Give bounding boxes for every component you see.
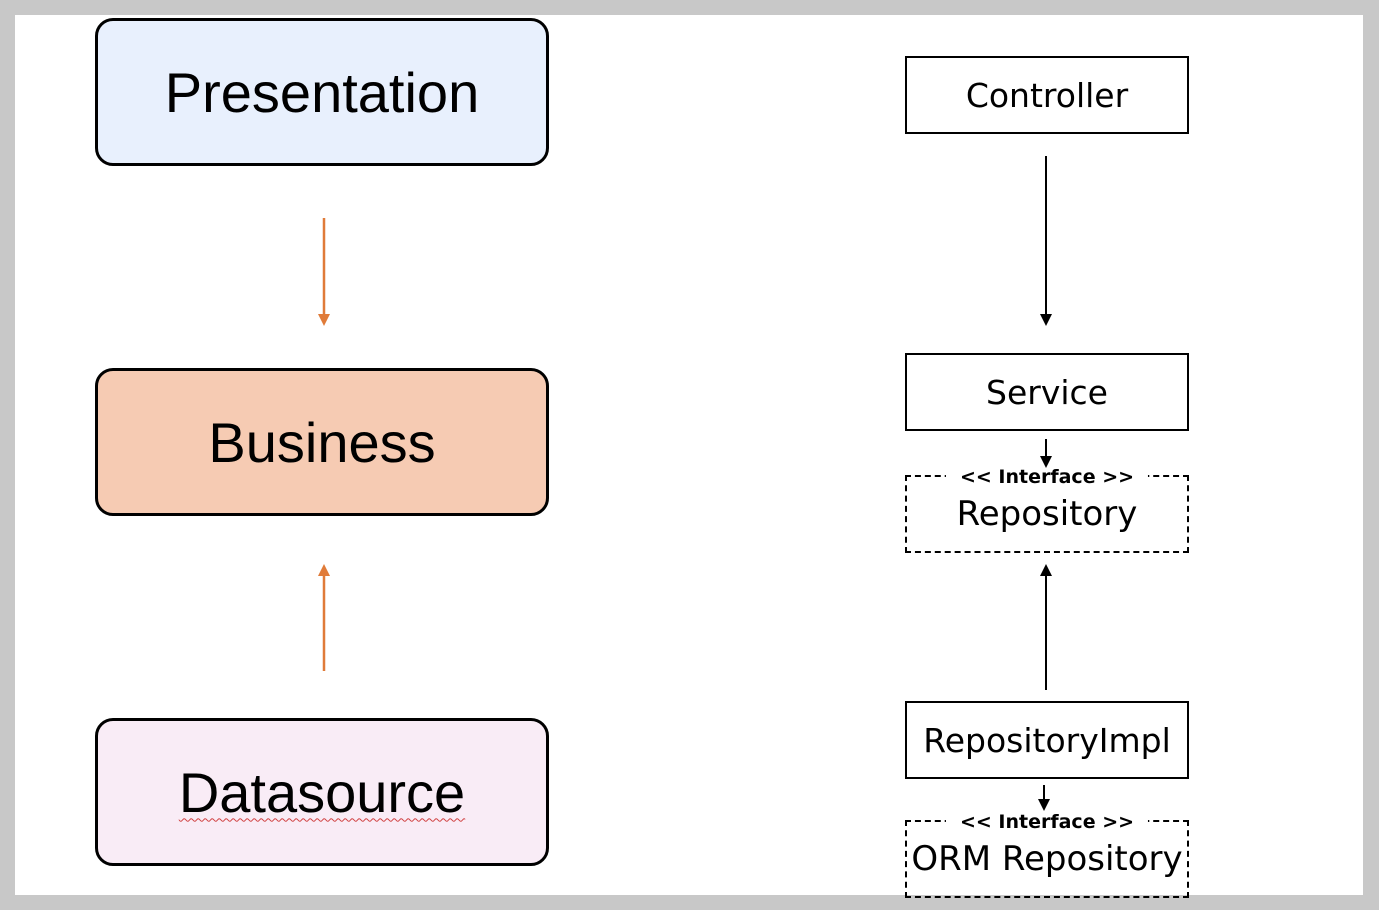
datasource-to-business-arrow bbox=[318, 564, 330, 671]
controller-box: Controller bbox=[905, 56, 1189, 134]
business-layer-label: Business bbox=[208, 410, 436, 474]
controller-to-service-arrow bbox=[1040, 156, 1052, 326]
repository-impl-box: RepositoryImpl bbox=[905, 701, 1189, 779]
orm-repository-interface-box: << Interface >> ORM Repository bbox=[905, 811, 1189, 898]
orm-repository-label: ORM Repository bbox=[911, 839, 1183, 879]
repository-interface-box: << Interface >> Repository bbox=[905, 466, 1189, 553]
presentation-to-business-arrow bbox=[318, 218, 330, 326]
controller-label: Controller bbox=[965, 75, 1129, 115]
repository-stereotype: << Interface >> bbox=[945, 466, 1149, 488]
presentation-layer-box: Presentation bbox=[95, 18, 549, 166]
datasource-layer-label: Datasource bbox=[178, 760, 466, 824]
repository-impl-to-repository-arrow bbox=[1040, 564, 1052, 690]
service-label: Service bbox=[986, 372, 1108, 412]
datasource-layer-box: Datasource bbox=[95, 718, 549, 866]
business-layer-box: Business bbox=[95, 368, 549, 516]
repository-impl-label: RepositoryImpl bbox=[923, 720, 1171, 760]
arrows-layer bbox=[318, 156, 1052, 811]
service-to-repository-arrow bbox=[1040, 439, 1052, 468]
repository-label: Repository bbox=[956, 494, 1138, 534]
repository-impl-to-orm-repository-arrow bbox=[1038, 785, 1050, 811]
presentation-layer-label: Presentation bbox=[164, 60, 480, 124]
slide-canvas: Presentation Business Datasource Control… bbox=[15, 15, 1363, 898]
orm-repository-stereotype: << Interface >> bbox=[945, 811, 1149, 833]
service-box: Service bbox=[905, 353, 1189, 431]
